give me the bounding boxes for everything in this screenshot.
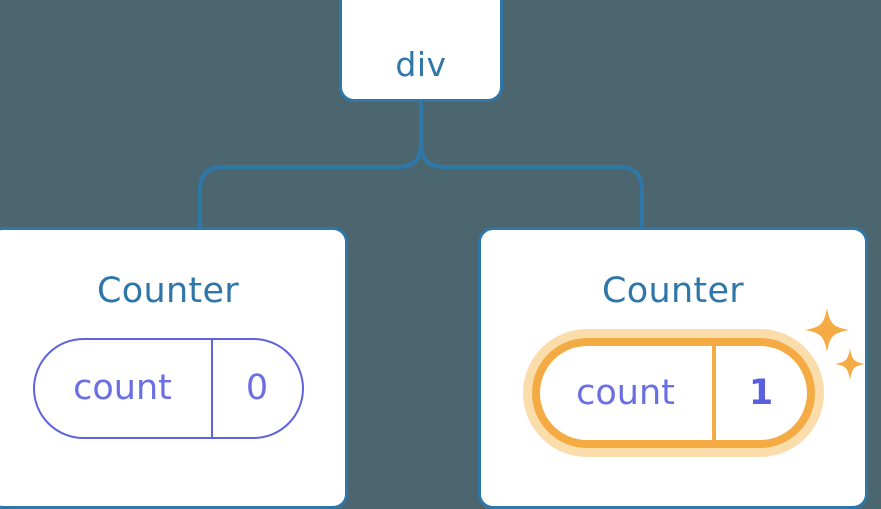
edge-root-to-right-child [419,99,644,231]
state-key-cell: count [35,340,211,437]
sparkle-icon-small [834,348,865,380]
state-key-label: count [576,372,675,413]
sparkle-icon-large [804,308,849,352]
state-key-cell: count [540,346,712,440]
state-pill-wrapper-left: count 0 [32,338,304,439]
sparkle-icon-group [804,308,865,380]
state-value-cell: 0 [210,340,302,437]
state-pill-wrapper-right: count 1 [531,308,865,448]
node-title: Counter [97,271,239,311]
node-counter-left[interactable]: Counter count 0 [0,227,348,509]
node-counter-right[interactable]: Counter count 1 [478,227,868,509]
node-title: Counter [602,271,744,311]
root-node-label: div [395,45,447,84]
state-value-label: 1 [748,372,774,413]
node-root-div[interactable]: div [339,0,503,102]
state-value-label: 0 [245,368,269,408]
state-pill-highlighted[interactable]: count 1 [531,338,815,448]
state-value-cell: 1 [711,346,807,440]
state-pill[interactable]: count 0 [32,338,304,439]
state-key-label: count [73,368,172,408]
edge-root-to-left-child [198,99,423,231]
